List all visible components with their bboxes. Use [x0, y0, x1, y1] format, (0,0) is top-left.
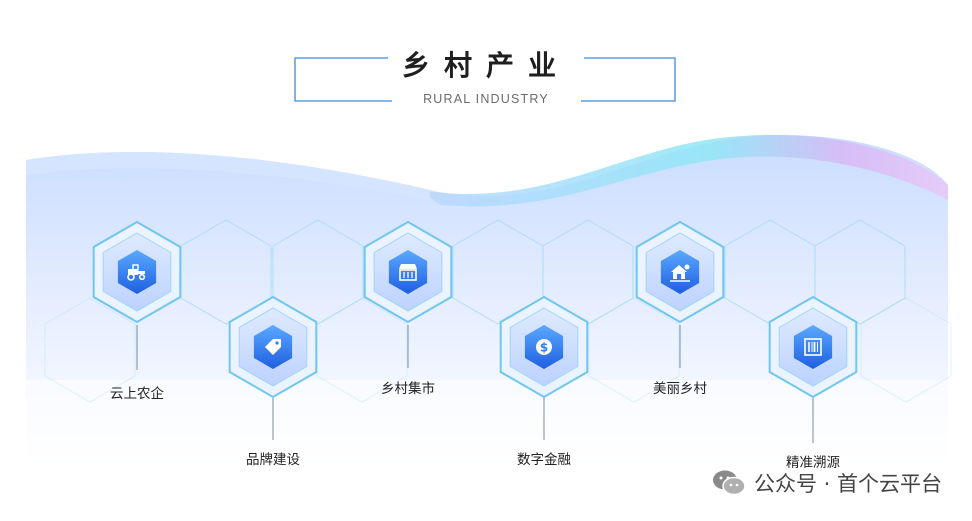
barcode-icon: [801, 335, 825, 359]
hex-node-3[interactable]: [362, 220, 454, 324]
watermark-text: 公众号 · 首个云平台: [753, 472, 942, 496]
wechat-icon: [712, 469, 746, 497]
grid-hexagon: [860, 297, 952, 403]
dollar-coin-icon: $: [532, 335, 556, 359]
grid-hexagon: [588, 297, 680, 403]
title-frame: [294, 57, 676, 102]
node-label-5: 美丽乡村: [653, 381, 707, 397]
grid-hexagon: [272, 219, 364, 325]
watermark: 公众号 · 首个云平台: [712, 468, 942, 498]
tractor-icon: [125, 260, 149, 284]
page-title: 乡村产业: [401, 49, 570, 82]
page-subtitle: RURAL INDUSTRY: [423, 92, 549, 106]
grid-hexagon: [180, 219, 272, 325]
hex-node-shape: [768, 295, 858, 399]
hex-node-2[interactable]: [227, 295, 319, 399]
node-label-1: 云上农企: [110, 386, 164, 402]
node-label-6: 精准溯源: [786, 455, 840, 471]
tag-icon: [261, 335, 285, 359]
market-stall-icon: [396, 260, 420, 284]
hex-node-5[interactable]: [634, 220, 726, 324]
grid-hexagon: [44, 297, 136, 403]
village-house-icon: [668, 260, 692, 284]
node-label-3: 乡村集市: [381, 381, 435, 397]
grid-hexagon: [814, 219, 906, 325]
hex-node-1[interactable]: [91, 220, 183, 324]
svg-text:$: $: [540, 341, 548, 355]
node-label-2: 品牌建设: [246, 452, 300, 468]
node-label-4: 数字金融: [517, 452, 571, 468]
title-section: 乡村产业 RURAL INDUSTRY: [0, 0, 972, 120]
hex-node-4[interactable]: $: [498, 295, 590, 399]
hex-node-6[interactable]: [767, 295, 859, 399]
